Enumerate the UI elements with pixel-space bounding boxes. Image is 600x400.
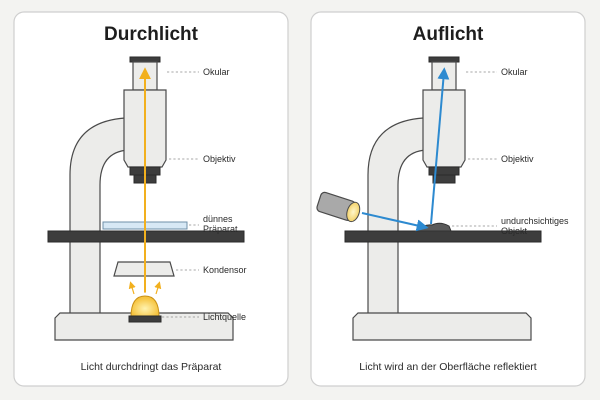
panel-title: Durchlicht [104,24,199,45]
panel-caption: Licht durchdringt das Präparat [81,361,222,373]
label-objekt-line1: undurchsichtiges [501,216,569,226]
panel-caption: Licht wird an der Oberfläche reflektiert [359,361,536,373]
label-praeparat-line1: dünnes [203,214,233,224]
microscope-base [54,312,234,341]
label-objektiv: Objektiv [501,154,534,164]
transmitted-light-rays [128,67,162,295]
glow-ray [128,281,136,295]
reflected-light-rays [361,67,450,232]
reflected-ray [430,67,450,225]
side-lamp [316,191,361,223]
label-okular: Okular [501,67,528,77]
objective-ring [428,166,460,176]
glow-ray [154,281,162,295]
eyepiece-cap [428,56,460,63]
lamp-lens [346,201,361,223]
light-bulb [130,295,160,318]
incident-ray [361,212,429,232]
panel-title: Auflicht [413,24,484,45]
panel-durchlicht: Durchlicht [13,11,289,387]
label-objektiv: Objektiv [203,154,236,164]
microscope-tube [422,89,466,168]
label-kondensor: Kondensor [203,265,247,275]
label-lichtquelle: Lichtquelle [203,312,246,322]
panel-auflicht: Auflicht Okular Objektiv [310,11,586,387]
label-okular: Okular [203,67,230,77]
label-praeparat-line2: Präparat [203,224,238,234]
light-base [128,315,162,323]
microscope-base [352,312,532,341]
label-objekt-line2: Objekt [501,226,528,236]
eyepiece-cap [129,56,161,63]
objective-lens [432,174,456,184]
